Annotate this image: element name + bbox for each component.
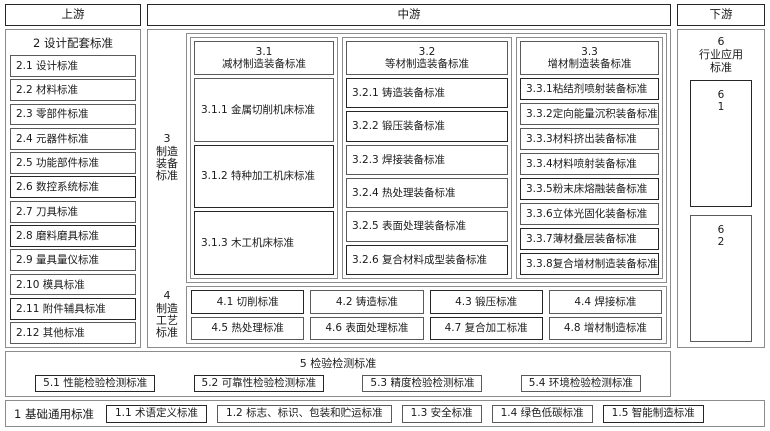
equipment-columns: 3.1 减材制造装备标准 3.1.1 金属切削机床标准 3.1.2 特种加工机床…: [186, 33, 667, 283]
foundation-item-1-4[interactable]: 1.4 绿色低碳标准: [491, 404, 593, 423]
foundation-item-1-2[interactable]: 1.2 标志、标识、包装和贮运标准: [217, 404, 392, 423]
upstream-item-2-2[interactable]: 2.2 材料标准: [10, 79, 136, 102]
inspection-row-spacer: [677, 351, 765, 397]
equipment-item-3-3-2[interactable]: 3.3.2定向能量沉积装备标准: [520, 103, 659, 125]
equipment-item-3-3-3[interactable]: 3.3.3材料挤出装备标准: [520, 128, 659, 150]
upstream-item-2-6[interactable]: 2.6 数控系统标准: [10, 176, 136, 199]
equipment-item-3-2-3[interactable]: 3.2.3 焊接装备标准: [346, 144, 508, 175]
downstream-column: 6 行业应用 标准 6 1 6 2: [677, 29, 765, 348]
downstream-item-6-2[interactable]: 6 2: [690, 214, 752, 342]
process-item-4-5[interactable]: 4.5 热处理标准: [191, 316, 305, 340]
equipment-item-3-2-5[interactable]: 3.2.5 表面处理装备标准: [346, 211, 508, 242]
equipment-item-3-2-2[interactable]: 3.2.2 锻压装备标准: [346, 111, 508, 142]
equipment-group-3-1-number: 3.1: [255, 45, 273, 58]
foundation-item-1-5[interactable]: 1.5 智能制造标准: [602, 404, 704, 423]
equipment-item-3-3-1[interactable]: 3.3.1粘结剂喷射装备标准: [520, 78, 659, 100]
upstream-item-2-7[interactable]: 2.7 刀具标准: [10, 200, 136, 223]
equipment-group-3-1: 3.1 减材制造装备标准 3.1.1 金属切削机床标准 3.1.2 特种加工机床…: [190, 37, 338, 279]
process-item-4-1[interactable]: 4.1 切削标准: [191, 290, 305, 314]
equipment-item-3-2-4[interactable]: 3.2.4 热处理装备标准: [346, 177, 508, 209]
inspection-item-list: 5.1 性能检验检测标准 5.2 可靠性检验检测标准 5.3 精度检验检测标准 …: [6, 374, 670, 393]
process-band: 4 制造 工艺 标准 4.1 切削标准 4.2 铸造标准 4.3 锻压标准 4.…: [151, 286, 667, 344]
chain-header-row: 上游 中游 下游: [5, 4, 765, 26]
downstream-item-list: 6 1 6 2: [684, 79, 758, 342]
equipment-item-3-3-4[interactable]: 3.3.4材料喷射装备标准: [520, 153, 659, 175]
inspection-item-5-3[interactable]: 5.3 精度检验检测标准: [362, 375, 483, 392]
inspection-title: 5 检验检测标准: [299, 357, 377, 370]
process-item-4-4[interactable]: 4.4 焊接标准: [548, 290, 662, 314]
equipment-group-3-2-name: 等材制造装备标准: [385, 58, 469, 70]
equipment-band: 3 制造 装备 标准 3.1 减材制造装备标准 3.1.1 金属切削机床标准 3…: [151, 33, 667, 283]
equipment-group-3-3-name: 增材制造装备标准: [547, 58, 632, 70]
equipment-group-3-3-header: 3.3 增材制造装备标准: [520, 41, 659, 75]
foundation-item-1-3[interactable]: 1.3 安全标准: [401, 404, 482, 423]
inspection-section: 5 检验检测标准 5.1 性能检验检测标准 5.2 可靠性检验检测标准 5.3 …: [5, 351, 671, 397]
equipment-item-3-3-5[interactable]: 3.3.5粉末床熔融装备标准: [520, 178, 659, 200]
equipment-group-3-2: 3.2 等材制造装备标准 3.2.1 铸造装备标准 3.2.2 锻压装备标准 3…: [342, 37, 512, 279]
midstream-column: 3 制造 装备 标准 3.1 减材制造装备标准 3.1.1 金属切削机床标准 3…: [147, 29, 671, 348]
equipment-item-3-3-7[interactable]: 3.3.7薄材叠层装备标准: [520, 228, 659, 250]
process-item-4-3[interactable]: 4.3 锻压标准: [429, 290, 543, 314]
upstream-title: 2 设计配套标准: [33, 36, 113, 50]
upstream-item-2-3[interactable]: 2.3 零部件标准: [10, 103, 136, 126]
upstream-item-2-1[interactable]: 2.1 设计标准: [10, 55, 136, 77]
downstream-item-6-1[interactable]: 6 1: [690, 79, 752, 207]
process-grid: 4.1 切削标准 4.2 铸造标准 4.3 锻压标准 4.4 焊接标准 4.5 …: [186, 286, 667, 344]
downstream-title: 6 行业应用 标准: [699, 35, 743, 74]
equipment-item-3-1-3[interactable]: 3.1.3 木工机床标准: [194, 211, 334, 276]
process-item-4-8[interactable]: 4.8 增材制造标准: [548, 316, 662, 340]
process-item-4-2[interactable]: 4.2 铸造标准: [310, 290, 424, 314]
equipment-item-3-2-1[interactable]: 3.2.1 铸造装备标准: [346, 78, 508, 109]
upstream-item-2-5[interactable]: 2.5 功能部件标准: [10, 152, 136, 174]
foundation-title: 1 基础通用标准: [14, 406, 94, 421]
header-midstream: 中游: [147, 4, 671, 26]
upstream-item-2-9[interactable]: 2.9 量具量仪标准: [10, 249, 136, 272]
process-item-4-6[interactable]: 4.6 表面处理标准: [310, 316, 424, 340]
equipment-item-3-3-8[interactable]: 3.3.8复合增材制造装备标准: [520, 253, 659, 275]
equipment-item-3-1-1[interactable]: 3.1.1 金属切削机床标准: [194, 78, 334, 142]
equipment-group-3-1-name: 减材制造装备标准: [222, 58, 306, 70]
equipment-item-3-3-6[interactable]: 3.3.6立体光固化装备标准: [520, 203, 659, 225]
equipment-band-label: 3 制造 装备 标准: [156, 132, 178, 183]
equipment-item-3-1-2[interactable]: 3.1.2 特种加工机床标准: [194, 144, 334, 209]
process-band-label: 4 制造 工艺 标准: [156, 289, 178, 340]
process-item-4-7[interactable]: 4.7 复合加工标准: [429, 316, 543, 340]
header-upstream: 上游: [5, 4, 141, 26]
inspection-row: 5 检验检测标准 5.1 性能检验检测标准 5.2 可靠性检验检测标准 5.3 …: [5, 351, 765, 397]
inspection-item-5-4[interactable]: 5.4 环境检验检测标准: [520, 375, 641, 392]
equipment-group-3-1-header: 3.1 减材制造装备标准: [194, 41, 334, 75]
equipment-group-3-2-number: 3.2: [418, 45, 436, 58]
foundation-row: 1 基础通用标准 1.1 术语定义标准 1.2 标志、标识、包装和贮运标准 1.…: [5, 400, 765, 427]
upstream-item-2-8[interactable]: 2.8 磨料磨具标准: [10, 225, 136, 247]
equipment-group-3-3-number: 3.3: [581, 45, 598, 58]
upstream-item-2-12[interactable]: 2.12 其他标准: [10, 322, 136, 345]
header-downstream: 下游: [677, 4, 765, 26]
upstream-item-2-11[interactable]: 2.11 附件辅具标准: [10, 297, 136, 320]
equipment-group-3-2-header: 3.2 等材制造装备标准: [346, 41, 508, 75]
main-body-row: 2 设计配套标准 2.1 设计标准 2.2 材料标准 2.3 零部件标准 2.4…: [5, 29, 765, 348]
upstream-item-2-4[interactable]: 2.4 元器件标准: [10, 127, 136, 150]
equipment-item-3-2-6[interactable]: 3.2.6 复合材料成型装备标准: [346, 244, 508, 275]
foundation-item-1-1[interactable]: 1.1 术语定义标准: [105, 404, 208, 423]
equipment-group-3-3: 3.3 增材制造装备标准 3.3.1粘结剂喷射装备标准 3.3.2定向能量沉积装…: [516, 37, 663, 279]
upstream-item-list: 2.1 设计标准 2.2 材料标准 2.3 零部件标准 2.4 元器件标准 2.…: [10, 55, 136, 345]
inspection-item-5-1[interactable]: 5.1 性能检验检测标准: [35, 375, 156, 392]
upstream-item-2-10[interactable]: 2.10 模具标准: [10, 273, 136, 296]
upstream-column: 2 设计配套标准 2.1 设计标准 2.2 材料标准 2.3 零部件标准 2.4…: [5, 29, 141, 348]
inspection-item-5-2[interactable]: 5.2 可靠性检验检测标准: [193, 375, 325, 392]
